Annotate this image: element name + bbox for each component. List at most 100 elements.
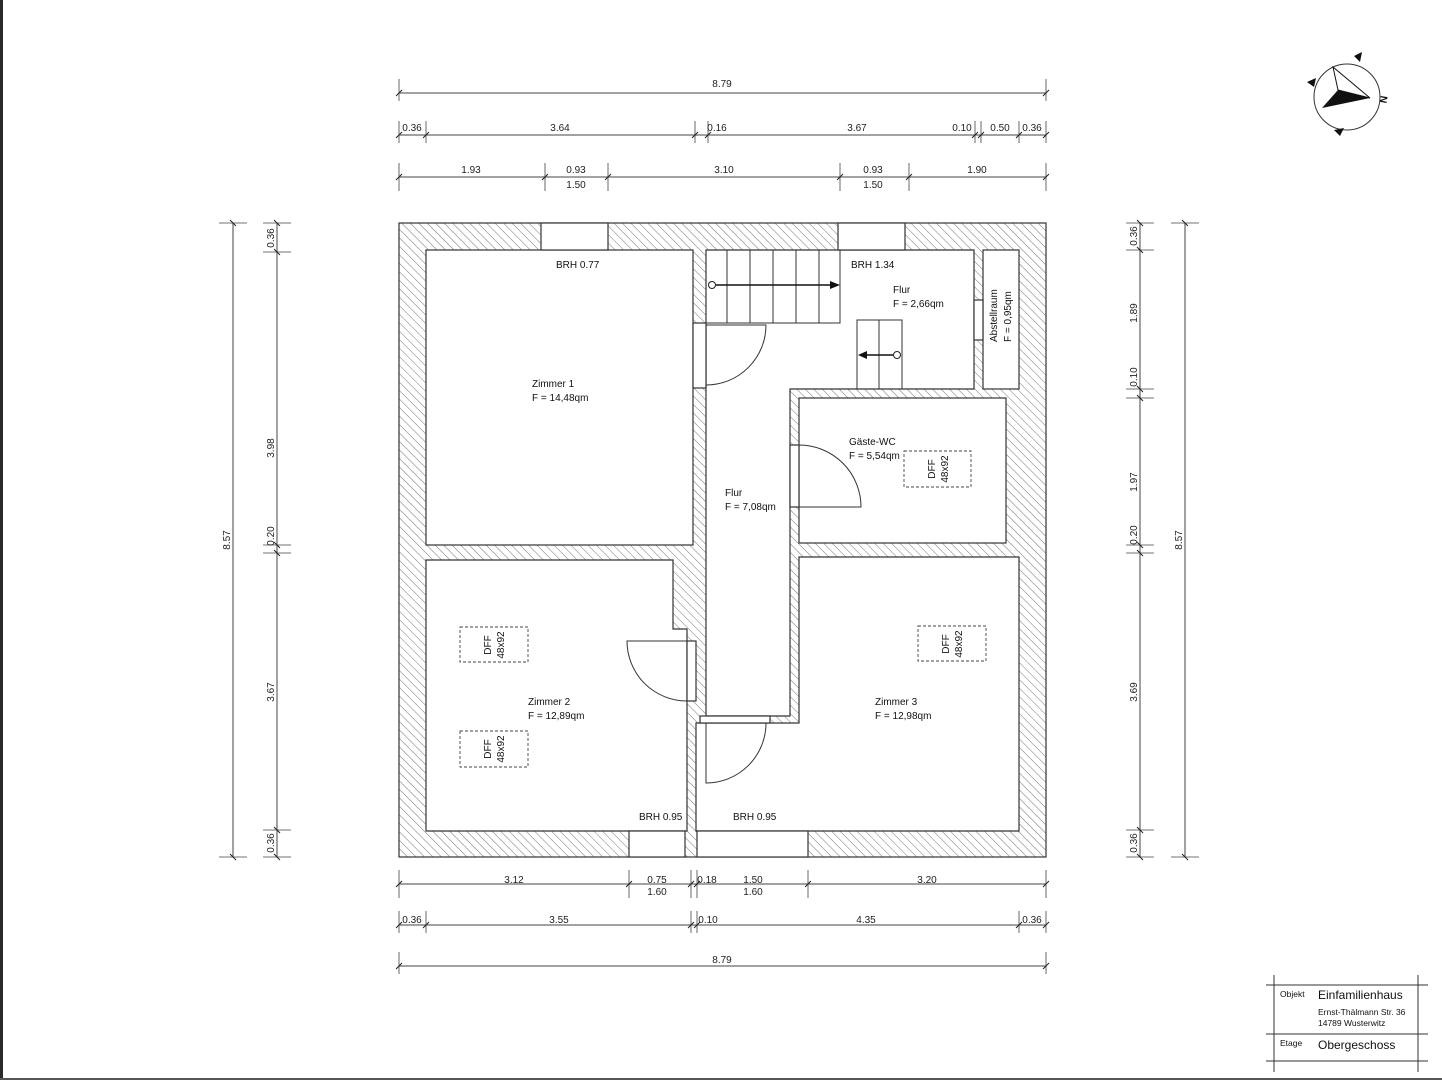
- dimension-tick: [229, 853, 237, 861]
- address-line2: 14789 Wusterwitz: [1318, 1018, 1385, 1028]
- roof-window-type: DFF: [927, 459, 938, 478]
- dimension-label: 3.69: [1129, 682, 1140, 702]
- room-label-gaeste-wc: Gäste-WC: [849, 437, 896, 448]
- floor-value: Obergeschoss: [1318, 1038, 1395, 1052]
- dimension-label: 1.50: [566, 180, 586, 191]
- dimension-tick: [1136, 246, 1144, 254]
- dimension-label: 0.36: [402, 915, 422, 926]
- door-opening-fill: [701, 717, 769, 722]
- object-value: Einfamilienhaus: [1318, 988, 1403, 1002]
- dimension-tick: [395, 89, 403, 97]
- dimension-tick: [804, 880, 812, 888]
- dimension-tick: [977, 131, 985, 139]
- door-zimmer2[interactable]: [626, 640, 688, 702]
- dimension-chain: 0.363.980.203.670.36: [263, 219, 291, 861]
- door-zimmer1[interactable]: [705, 324, 767, 386]
- room-area-zimmer3: F = 12,98qm: [875, 711, 931, 722]
- dimension-tick: [1042, 173, 1050, 181]
- dimension-label: 3.64: [550, 123, 570, 134]
- roof-window: DFF 48x92: [459, 730, 529, 768]
- dimension-label: 0.93: [863, 165, 883, 176]
- sill-height-zimmer3: BRH 0.95: [733, 812, 777, 823]
- dimension-tick: [687, 921, 695, 929]
- roof-window-size: 48x92: [496, 735, 507, 763]
- sill-height-zimmer2: BRH 0.95: [639, 812, 683, 823]
- roof-window-size: 48x92: [496, 631, 507, 659]
- dimension-tick: [1042, 921, 1050, 929]
- room-area-zimmer2: F = 12,89qm: [528, 711, 584, 722]
- dimension-label: 1.97: [1129, 472, 1140, 492]
- dimension-tick: [1181, 219, 1189, 227]
- compass-north-label: N: [1379, 95, 1391, 104]
- room-area-flur-upper: F = 2,66qm: [893, 299, 944, 310]
- dimension-tick: [836, 173, 844, 181]
- sill-height-zimmer1: BRH 0.77: [556, 260, 600, 271]
- dimension-label: 0.36: [1129, 226, 1140, 246]
- dimension-tick: [273, 219, 281, 227]
- dimension-tick: [1136, 541, 1144, 549]
- room-zimmer1: [425, 249, 694, 546]
- dimension-chain: 0.361.890.101.970.203.690.36: [1126, 219, 1154, 861]
- dimension-tick: [1042, 131, 1050, 139]
- dimension-tick: [395, 962, 403, 970]
- window-frame-bottom: [0, 1078, 1442, 1080]
- dimension-label: 1.90: [967, 165, 987, 176]
- room-label-zimmer1: Zimmer 1: [532, 379, 575, 390]
- door-opening-wc: [789, 444, 800, 508]
- dimension-tick: [1181, 853, 1189, 861]
- door-opening-zimmer1: [692, 322, 707, 389]
- dimension-tick: [604, 173, 612, 181]
- dimension-label: 3.67: [847, 123, 867, 134]
- dimension-label: 1.89: [1129, 303, 1140, 323]
- dimension-label: 8.57: [1174, 530, 1185, 550]
- staircase: [705, 249, 903, 390]
- dimension-label: 8.79: [712, 79, 732, 90]
- dimension-chain: 8.79: [395, 952, 1050, 974]
- dimension-tick: [1042, 880, 1050, 888]
- dimension-label: 0.36: [1022, 123, 1042, 134]
- stair-direction-arrow-icon: [708, 281, 901, 359]
- sill-height-flur: BRH 1.34: [851, 260, 895, 271]
- dimension-label: 0.10: [698, 915, 718, 926]
- dimension-tick: [395, 880, 403, 888]
- door-zimmer3[interactable]: [705, 722, 767, 784]
- window-top-flur: [837, 222, 906, 251]
- dimension-tick: [422, 131, 430, 139]
- roof-window: DFF 48x92: [459, 626, 529, 663]
- dimension-label: 0.20: [1129, 525, 1140, 545]
- dimension-label: 3.12: [504, 875, 524, 886]
- dimension-tick: [1136, 219, 1144, 227]
- dimension-label: 0.10: [952, 123, 972, 134]
- dimension-label: 1.93: [461, 165, 481, 176]
- dimension-tick: [625, 880, 633, 888]
- door-wc[interactable]: [798, 444, 862, 508]
- dimension-tick: [1136, 394, 1144, 402]
- dimension-label: 1.50: [863, 180, 883, 191]
- room-area-abstellraum: F = 0,95qm: [1003, 291, 1014, 342]
- dimension-tick: [704, 131, 712, 139]
- room-zimmer2: [425, 559, 688, 832]
- roof-window: DFF 48x92: [903, 450, 972, 488]
- roof-window-type: DFF: [941, 634, 952, 653]
- room-zimmer3: [695, 556, 1020, 832]
- dimension-label: 3.10: [714, 165, 734, 176]
- dimension-label: 0.36: [266, 228, 277, 248]
- dimension-tick: [395, 131, 403, 139]
- dimension-label: 0.10: [1129, 367, 1140, 387]
- dimension-label: 3.20: [917, 875, 937, 886]
- dimension-label: 1.60: [743, 887, 763, 898]
- roof-window-size: 48x92: [954, 630, 965, 658]
- dimension-tick: [1015, 131, 1023, 139]
- dimension-label: 1.60: [647, 887, 667, 898]
- dimension-label: 0.36: [266, 833, 277, 853]
- title-block: Objekt Einfamilienhaus Ernst-Thälmann St…: [1266, 975, 1428, 1072]
- dimension-tick: [273, 541, 281, 549]
- dimension-tick: [1042, 962, 1050, 970]
- door-opening-zimmer2: [686, 640, 697, 702]
- compass-icon: N: [1307, 52, 1391, 136]
- dimension-label: 8.57: [222, 530, 233, 550]
- dimension-tick: [1136, 826, 1144, 834]
- room-label-flur: Flur: [725, 488, 743, 499]
